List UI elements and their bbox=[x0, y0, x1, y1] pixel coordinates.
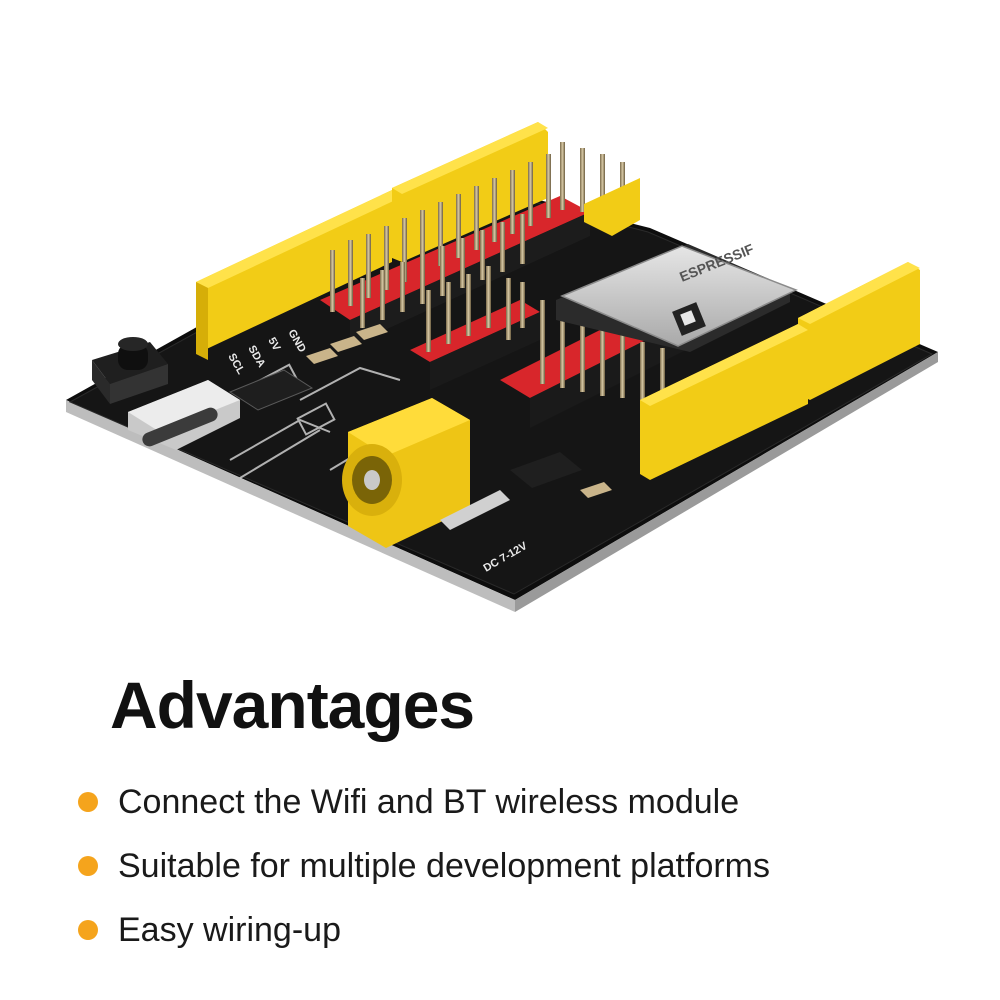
top-female-header bbox=[392, 122, 548, 262]
dc-power-jack bbox=[342, 398, 510, 548]
advantages-list: Connect the Wifi and BT wireless module … bbox=[78, 770, 770, 962]
advantage-item: Easy wiring-up bbox=[78, 898, 770, 962]
bullet-dot-icon bbox=[78, 856, 98, 876]
advantage-item: Connect the Wifi and BT wireless module bbox=[78, 770, 770, 834]
bottom-female-header bbox=[640, 324, 808, 480]
bullet-dot-icon bbox=[78, 792, 98, 812]
advantage-text: Easy wiring-up bbox=[118, 910, 341, 949]
right-female-header bbox=[798, 262, 920, 400]
jumper-block bbox=[584, 178, 640, 236]
advantages-title: Advantages bbox=[110, 668, 475, 742]
advantage-text: Suitable for multiple development platfo… bbox=[118, 846, 770, 885]
left-female-header bbox=[196, 190, 404, 360]
small-components bbox=[228, 324, 612, 498]
reset-button bbox=[92, 337, 168, 404]
usb-c-port bbox=[128, 380, 240, 450]
advantage-item: Suitable for multiple development platfo… bbox=[78, 834, 770, 898]
advantage-text: Connect the Wifi and BT wireless module bbox=[118, 782, 740, 821]
esp32-module: ESPRESSIF bbox=[556, 240, 798, 352]
bullet-dot-icon bbox=[78, 920, 98, 940]
product-photo-esp32-shield: ESPRESSIF bbox=[66, 122, 938, 612]
